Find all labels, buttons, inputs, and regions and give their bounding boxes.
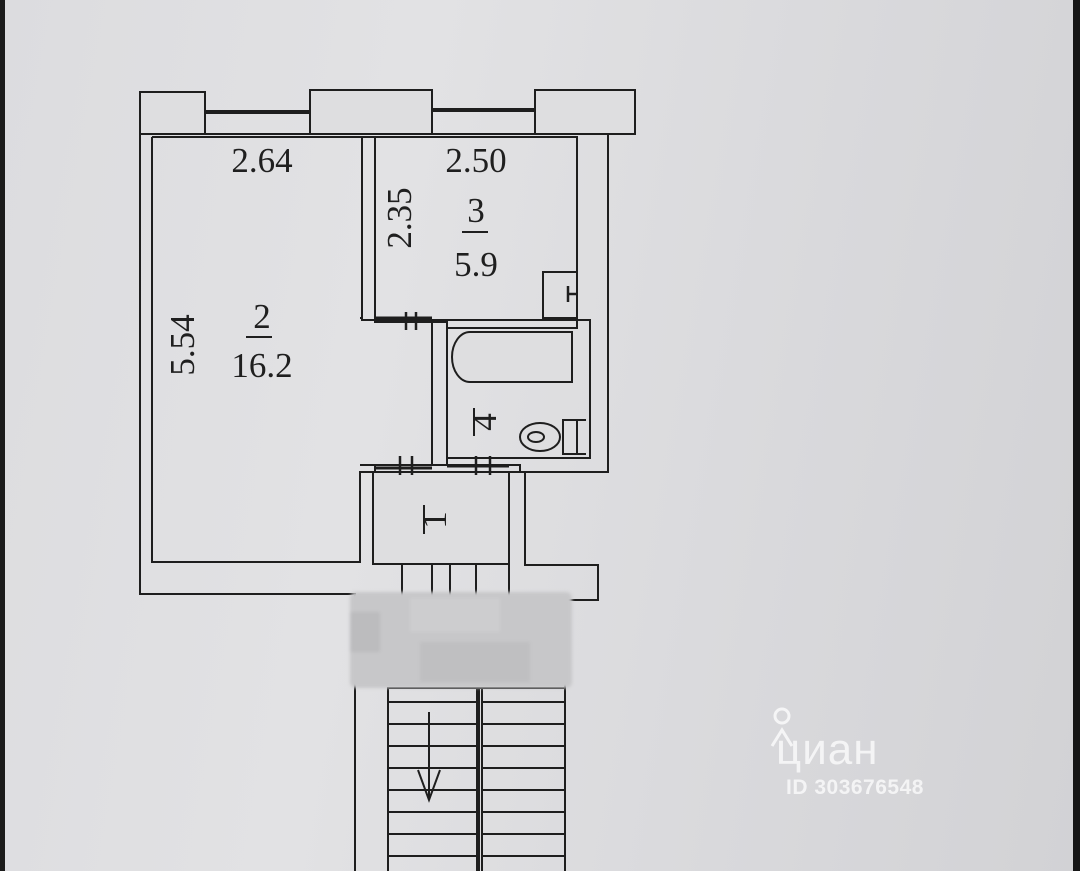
watermark-brand: циан — [776, 725, 879, 774]
room-3-number: 3 — [467, 191, 485, 230]
room-1-label: 1 — [415, 505, 454, 534]
room-3-label: 3 5.9 — [454, 191, 498, 284]
corridor-walls — [360, 321, 525, 565]
photo-edge-right — [1073, 0, 1080, 871]
room-4-walls — [446, 319, 591, 459]
room-1-number: 1 — [415, 511, 454, 529]
room-4-number: 4 — [465, 413, 504, 431]
blurred-label — [350, 592, 572, 688]
room-4-label: 4 — [465, 408, 504, 436]
outer-walls — [139, 89, 636, 871]
dim-room3-length: 2.35 — [380, 187, 419, 248]
photo-edge-left — [0, 0, 5, 871]
stairwell — [373, 563, 565, 871]
watermark-listing-id: ID 303676548 — [786, 776, 924, 799]
room-3-walls — [361, 136, 578, 321]
room-3-area: 5.9 — [454, 245, 498, 284]
room-2-number: 2 — [253, 297, 271, 336]
room-2-label: 2 16.2 — [231, 297, 292, 385]
dim-room2-width: 2.64 — [231, 141, 292, 180]
room-2-area: 16.2 — [231, 346, 292, 385]
dim-room2-length: 5.54 — [163, 314, 202, 375]
door-marks — [375, 312, 509, 475]
map-pin-icon — [770, 707, 794, 747]
dim-room3-width: 2.50 — [445, 141, 506, 180]
